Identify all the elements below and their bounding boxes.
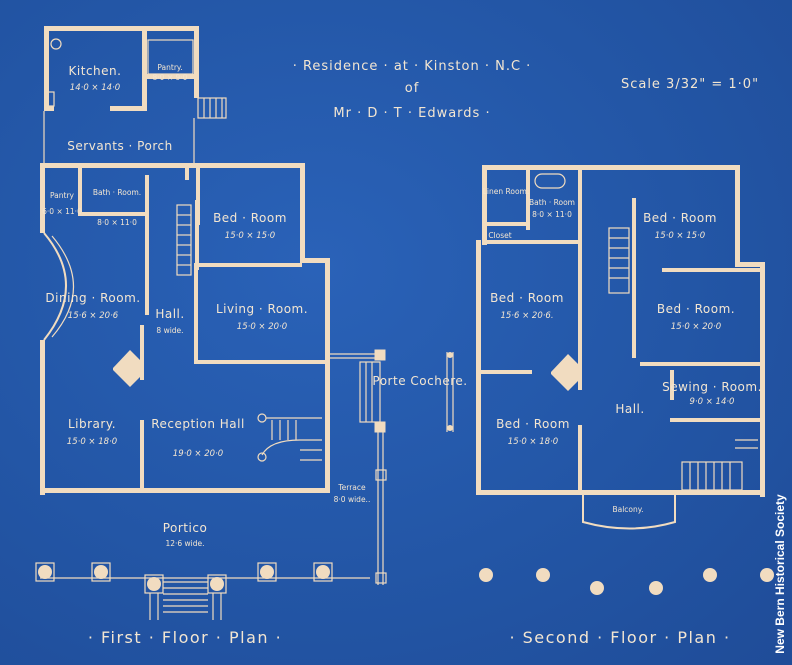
room-label-bed-2c: Bed · Room. bbox=[657, 302, 735, 316]
title-line-2: of bbox=[405, 81, 420, 96]
second-floor-column-markers bbox=[479, 568, 774, 595]
room-label-portico: Portico bbox=[163, 521, 208, 535]
room-label-terrace: Terrace bbox=[337, 483, 366, 492]
second-floor-caption: · Second · Floor · Plan · bbox=[509, 628, 730, 647]
room-label-bath-2: Bath · Room bbox=[529, 198, 575, 207]
room-label-servants-porch: Servants · Porch bbox=[67, 139, 172, 153]
room-size-dining: 15·6 × 20·6 bbox=[68, 311, 119, 321]
title-line-1: · Residence · at · Kinston · N.C · bbox=[293, 59, 532, 74]
room-size-bed-2a: 15·0 × 15·0 bbox=[655, 231, 705, 241]
room-label-bed-1: Bed · Room bbox=[213, 211, 287, 225]
room-label-linen: Linen Room. bbox=[483, 187, 530, 196]
room-label-bed-2a: Bed · Room bbox=[643, 211, 717, 225]
room-size-sewing: 9·0 × 14·0 bbox=[690, 397, 735, 407]
room-label-balcony: Balcony. bbox=[612, 505, 643, 514]
first-floor-walls bbox=[40, 163, 330, 495]
room-label-kitchen: Kitchen. bbox=[69, 64, 122, 78]
credit-watermark: New Bern Historical Society bbox=[770, 488, 790, 660]
room-size-reception-hall: 19·0 × 20·0 bbox=[173, 449, 223, 459]
room-label-pantry-2: Pantry bbox=[50, 191, 75, 200]
room-label-reception-hall: Reception Hall bbox=[151, 417, 245, 431]
room-size-bath-2: 8·0 × 11·0 bbox=[532, 210, 572, 219]
room-label-porte-cochere: Porte Cochere. bbox=[372, 374, 467, 388]
kitchen-walls bbox=[44, 26, 199, 111]
room-label-bed-2d: Bed · Room bbox=[496, 417, 570, 431]
room-label-bed-2b: Bed · Room bbox=[490, 291, 564, 305]
room-size-pantry-2: 6·0 × 11·0 bbox=[42, 207, 82, 216]
room-label-closet: Closet bbox=[488, 231, 511, 240]
room-size-pantry: 8·0 × 9·0 bbox=[153, 73, 188, 82]
room-label-bath: Bath · Room. bbox=[93, 188, 141, 197]
kitchen-steps bbox=[197, 97, 227, 119]
first-floor-plan: Kitchen. 14·0 × 14·0 Pantry. 8·0 × 9·0 S… bbox=[35, 26, 467, 647]
porte-cochere-structure bbox=[330, 349, 454, 585]
room-label-dining: Dining · Room. bbox=[45, 291, 140, 305]
room-label-hall-2: Hall. bbox=[615, 402, 644, 416]
room-size-bed-2b: 15·6 × 20·6. bbox=[500, 311, 553, 321]
room-size-bath: 8·0 × 11·0 bbox=[97, 218, 137, 227]
room-size-living: 15·0 × 20·0 bbox=[237, 322, 287, 332]
credit-text: New Bern Historical Society bbox=[773, 494, 787, 654]
room-size-kitchen: 14·0 × 14·0 bbox=[70, 83, 120, 93]
room-label-hall: Hall. bbox=[155, 307, 184, 321]
portico-columns bbox=[35, 562, 370, 620]
room-label-living: Living · Room. bbox=[216, 302, 308, 316]
room-size-bed-2c: 15·0 × 20·0 bbox=[671, 322, 721, 332]
room-label-pantry: Pantry. bbox=[157, 63, 182, 72]
room-size-terrace: 8·0 wide.. bbox=[334, 495, 371, 504]
first-floor-caption: · First · Floor · Plan · bbox=[88, 628, 282, 647]
second-floor-plan: Linen Room. Bath · Room 8·0 × 11·0 Close… bbox=[476, 165, 774, 647]
scale-note: Scale 3/32" = 1·0" bbox=[621, 77, 759, 92]
room-label-library: Library. bbox=[68, 417, 116, 431]
room-size-bed-1: 15·0 × 15·0 bbox=[225, 231, 275, 241]
room-label-sewing: Sewing · Room. bbox=[662, 380, 762, 394]
room-size-hall: 8 wide. bbox=[156, 326, 183, 335]
room-size-bed-2d: 15·0 × 18·0 bbox=[508, 437, 558, 447]
room-size-library: 15·0 × 18·0 bbox=[67, 437, 117, 447]
second-floor-walls bbox=[476, 165, 765, 530]
title-line-3: Mr · D · T · Edwards · bbox=[333, 106, 490, 121]
room-size-portico: 12·6 wide. bbox=[165, 539, 204, 548]
